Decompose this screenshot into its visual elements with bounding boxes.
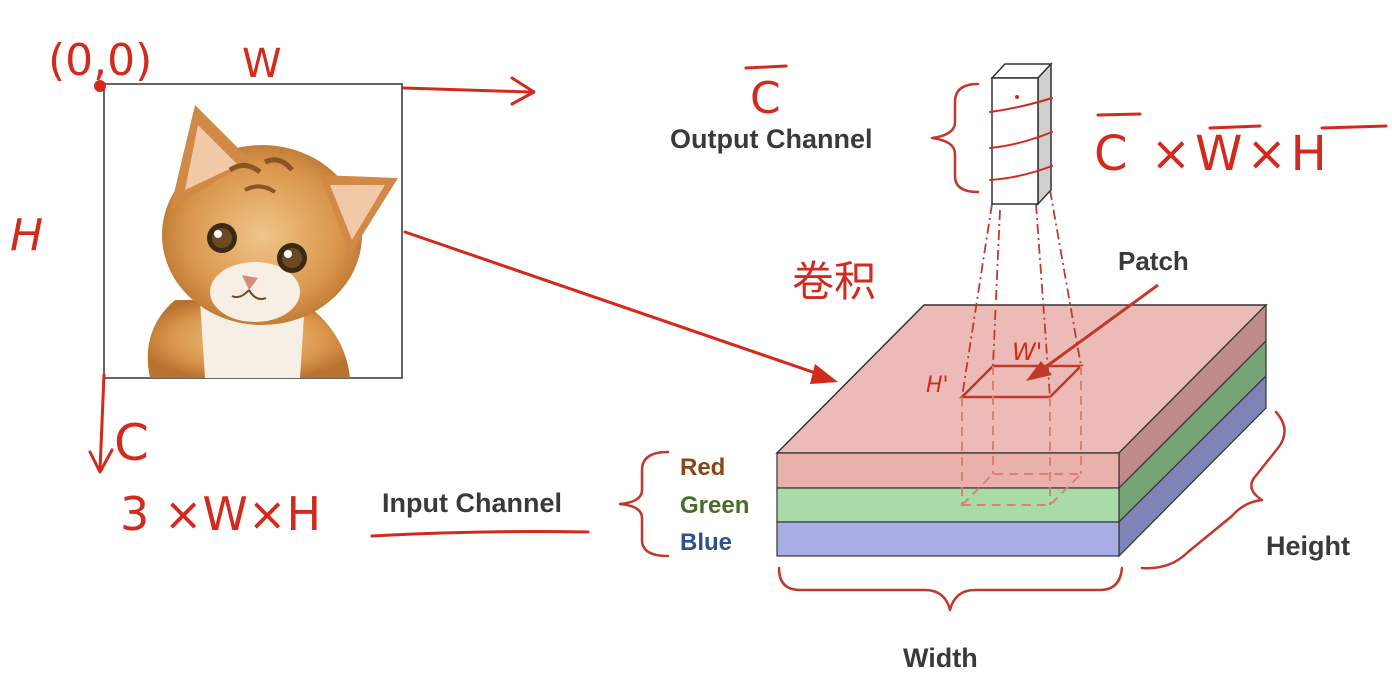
w-axis-label: W	[242, 41, 282, 87]
c-bar-annotation	[744, 64, 788, 70]
patch-box	[958, 364, 1085, 506]
input-dims-label: 3 ×W×H	[120, 487, 321, 541]
output-dims-label: C ×W×H	[1094, 126, 1331, 182]
channel-red: Red	[680, 454, 725, 481]
input-channel-underline	[370, 530, 590, 538]
input-volume	[775, 303, 1268, 558]
w-axis-arrow	[402, 76, 536, 106]
projection-lines	[961, 189, 1082, 398]
cat-image	[103, 83, 403, 379]
output-channel-label: Output Channel	[670, 124, 872, 154]
image-to-cube-arrow	[403, 230, 838, 384]
h-axis-label: H	[10, 210, 43, 261]
convolution-label: 卷积	[792, 257, 876, 306]
origin-label: (0,0)	[48, 35, 152, 86]
volume-front-red	[776, 452, 1120, 489]
output-column	[989, 62, 1053, 206]
patch-w-prime: W'	[1012, 338, 1042, 366]
channel-green: Green	[680, 492, 749, 519]
patch-h-prime: H'	[926, 373, 949, 398]
patch-label: Patch	[1118, 246, 1189, 276]
input-channel-label: Input Channel	[382, 488, 562, 518]
channel-blue: Blue	[680, 529, 732, 556]
width-brace	[777, 566, 1124, 612]
c-bar-label: C	[750, 73, 781, 124]
volume-front-blue	[776, 521, 1120, 557]
height-label: Height	[1266, 531, 1350, 561]
height-brace	[1140, 410, 1286, 570]
width-label: Width	[903, 643, 978, 673]
input-channel-brace	[618, 450, 670, 558]
c-axis-arrow	[88, 373, 114, 474]
output-channel-brace	[930, 82, 980, 194]
patch-arrow	[1026, 283, 1159, 381]
volume-front-green	[776, 487, 1120, 523]
cat-photo-icon	[147, 105, 398, 378]
origin-dot	[94, 80, 106, 92]
output-dims-annotation	[1096, 112, 1388, 130]
c-axis-label: C	[114, 414, 149, 472]
